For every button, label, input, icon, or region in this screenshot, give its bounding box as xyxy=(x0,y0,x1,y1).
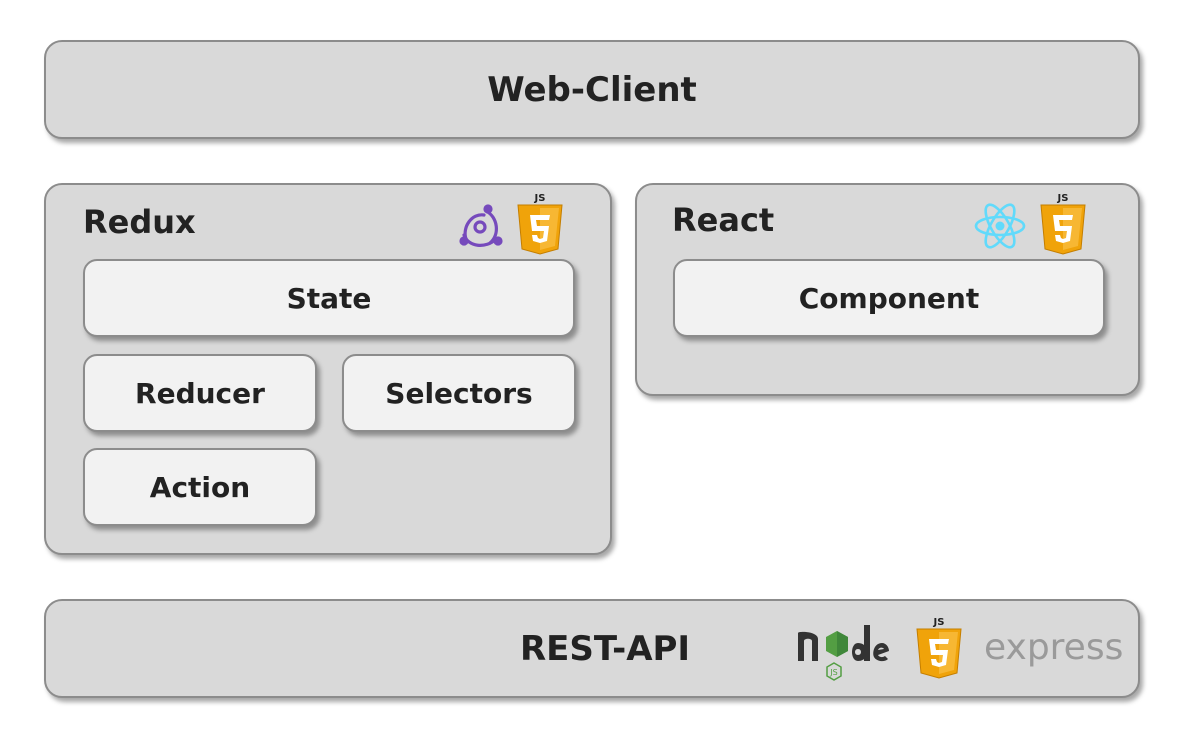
js-shield-icon: JS xyxy=(517,193,563,255)
js-shield-icon: JS xyxy=(1040,193,1086,255)
react-title: React xyxy=(672,201,775,239)
rest-api-panel: REST-API JS JS express xyxy=(44,599,1140,698)
svg-text:JS: JS xyxy=(829,668,837,677)
action-box[interactable]: Action xyxy=(83,448,317,526)
react-logo-icon xyxy=(974,203,1026,249)
express-logo-text: express xyxy=(984,627,1124,668)
react-panel: React JS Component xyxy=(635,183,1140,396)
action-label: Action xyxy=(149,470,251,504)
js-shield-icon: JS xyxy=(916,617,962,679)
component-box[interactable]: Component xyxy=(673,259,1105,337)
selectors-box[interactable]: Selectors xyxy=(342,354,576,432)
component-label: Component xyxy=(798,281,980,315)
redux-logo-icon xyxy=(459,204,503,247)
nodejs-logo-icon: JS xyxy=(798,625,889,681)
rest-api-title: REST-API xyxy=(520,629,691,669)
svg-text:JS: JS xyxy=(933,617,945,628)
redux-title: Redux xyxy=(83,203,196,241)
web-client-title: Web-Client xyxy=(487,69,697,110)
reducer-box[interactable]: Reducer xyxy=(83,354,317,432)
svg-text:JS: JS xyxy=(534,193,546,204)
redux-panel: Redux JS State Reducer Selectors Action xyxy=(44,183,612,555)
selectors-label: Selectors xyxy=(385,376,533,410)
web-client-panel: Web-Client xyxy=(44,40,1140,139)
state-box[interactable]: State xyxy=(83,259,575,337)
svg-text:JS: JS xyxy=(1057,193,1069,204)
state-label: State xyxy=(286,281,372,315)
reducer-label: Reducer xyxy=(135,376,265,410)
